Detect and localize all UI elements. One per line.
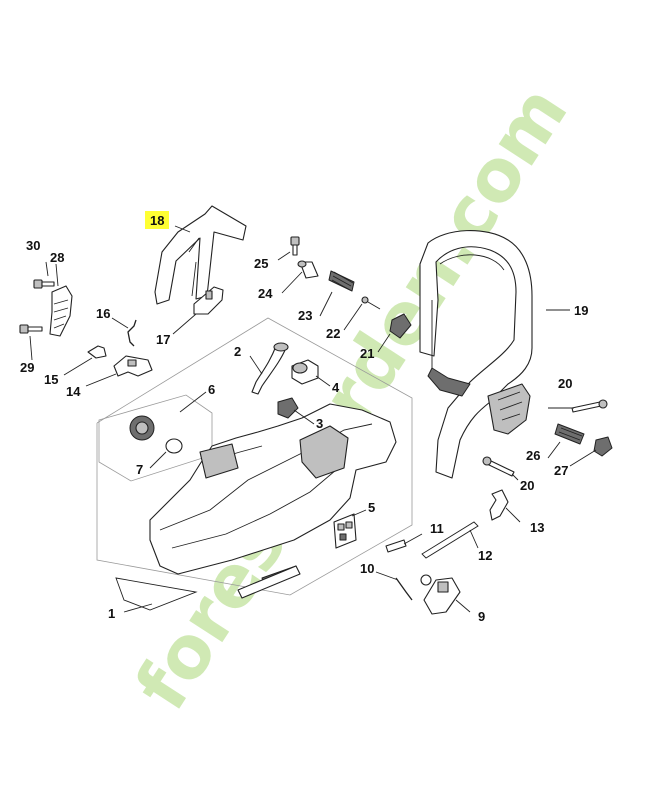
label-13[interactable]: 13	[530, 520, 544, 535]
label-17[interactable]: 17	[156, 332, 170, 347]
part-6-oil-pump[interactable]	[129, 415, 155, 441]
part-3-pickup[interactable]	[277, 397, 299, 419]
label-14[interactable]: 14	[66, 384, 81, 399]
part-22-pin[interactable]	[361, 296, 381, 310]
label-15[interactable]: 15	[44, 372, 58, 387]
label-25[interactable]: 25	[254, 256, 268, 271]
part-12-rod[interactable]	[421, 521, 479, 559]
part-19-handlebar[interactable]	[419, 230, 533, 479]
label-21[interactable]: 21	[360, 346, 374, 361]
label-24[interactable]: 24	[258, 286, 273, 301]
part-20-screw-b[interactable]	[482, 456, 515, 477]
label-23[interactable]: 23	[298, 308, 312, 323]
part-23-spring[interactable]	[328, 270, 355, 292]
base-plate	[115, 577, 198, 611]
label-10[interactable]: 10	[360, 561, 374, 576]
label-28[interactable]: 28	[50, 250, 64, 265]
part-13-lever[interactable]	[489, 489, 509, 521]
part-17-bracket[interactable]	[193, 286, 224, 315]
sub-box-6-7	[98, 394, 213, 482]
part-11-pin[interactable]	[385, 539, 407, 553]
part-20-screw-a[interactable]	[571, 399, 608, 413]
leader-lines	[29, 225, 597, 613]
part-15-lever[interactable]	[87, 345, 107, 359]
part-28-spring-mount[interactable]	[49, 285, 73, 337]
label-2[interactable]: 2	[234, 344, 241, 359]
label-6[interactable]: 6	[208, 382, 215, 397]
label-26[interactable]: 26	[526, 448, 540, 463]
part-27-damper[interactable]	[593, 436, 613, 457]
label-9[interactable]: 9	[478, 609, 485, 624]
label-12[interactable]: 12	[478, 548, 492, 563]
label-29[interactable]: 29	[20, 360, 34, 375]
part-labels: 18 17 25 24 23 22 21 19 30 28 29 16 15 1…	[20, 211, 588, 624]
part-5-decal[interactable]	[333, 513, 357, 549]
part-4-filter[interactable]	[291, 359, 319, 385]
part-16-wire[interactable]	[127, 319, 137, 347]
label-16[interactable]: 16	[96, 306, 110, 321]
label-22[interactable]: 22	[326, 326, 340, 341]
part-25-screw[interactable]	[290, 236, 300, 256]
housing-box	[96, 317, 413, 596]
part-14-trigger[interactable]	[113, 355, 153, 377]
label-20-lower[interactable]: 20	[520, 478, 534, 493]
part-30-screw[interactable]	[33, 279, 55, 289]
label-4[interactable]: 4	[332, 380, 340, 395]
part-10-spring-wire[interactable]	[395, 574, 432, 601]
label-30[interactable]: 30	[26, 238, 40, 253]
part-24-sleeve[interactable]	[297, 260, 319, 279]
part-1-housing[interactable]	[149, 403, 397, 599]
part-21-damper[interactable]	[389, 313, 412, 339]
label-1[interactable]: 1	[108, 606, 115, 621]
label-18[interactable]: 18	[150, 213, 164, 228]
part-7-o-ring[interactable]	[165, 438, 183, 454]
part-29-screw[interactable]	[19, 324, 43, 334]
label-20-upper[interactable]: 20	[558, 376, 572, 391]
highlight-18	[145, 211, 169, 229]
label-19[interactable]: 19	[574, 303, 588, 318]
label-7[interactable]: 7	[136, 462, 143, 477]
part-9-clamp[interactable]	[423, 577, 461, 615]
label-27[interactable]: 27	[554, 463, 568, 478]
label-5[interactable]: 5	[368, 500, 375, 515]
part-18-handle-upper[interactable]	[154, 205, 247, 305]
part-26-spring[interactable]	[554, 423, 585, 445]
label-11[interactable]: 11	[430, 521, 444, 536]
label-3[interactable]: 3	[316, 416, 323, 431]
part-2-tube[interactable]	[251, 342, 289, 395]
